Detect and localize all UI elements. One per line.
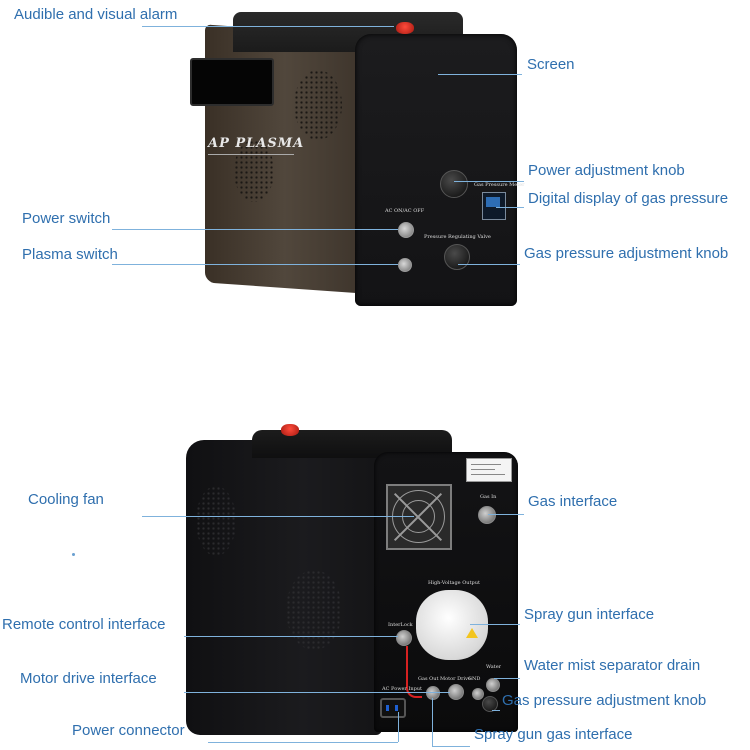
stray-dot [72,553,75,556]
sticker-line-2 [471,469,495,470]
label-screen: Screen [527,56,575,73]
side-vent-bottom [234,140,274,202]
rear-gas-pressure-knob[interactable] [482,696,498,712]
back-alarm-light [281,424,299,436]
gas-pressure-display-readout [486,197,500,207]
motor-drive-port[interactable] [448,684,464,700]
label-gas-interface: Gas interface [528,493,618,510]
gas-pressure-display [482,192,506,220]
label-gas-knob-front: Gas pressure adjustment knob [524,245,729,262]
back-device-side-panel [186,440,382,735]
gas-out-text: Gas Out [418,676,439,682]
switch-text: AC ON/AC OFF [385,208,425,214]
ac-power-text: AC Power Input [382,686,423,692]
sticker-line-1 [471,464,501,465]
leader-power-connector [208,742,398,743]
brand-logo: AP PLASMA [208,136,305,151]
label-spray-gun-interface: Spray gun interface [524,606,655,623]
leader-screen [438,74,522,75]
hazard-icon [466,628,478,638]
leader-gas-knob-front [458,264,520,265]
spray-gun-gas-port[interactable] [426,686,440,700]
gas-pressure-adjustment-knob[interactable] [444,244,470,270]
leader-motor-drive [184,692,450,693]
cooling-fan [386,484,452,550]
label-gas-knob-back: Gas pressure adjustment knob [502,692,707,709]
leader-plasma-switch [112,264,398,265]
label-power-connector: Power connector [72,722,185,739]
leader-power-knob [454,181,524,182]
label-motor-drive: Motor drive interface [20,670,157,687]
power-connector-socket[interactable] [380,698,406,718]
leader-spray-gun-interface [470,624,520,625]
leader-gas-knob-back [492,710,500,711]
water-drain-port[interactable] [486,678,500,692]
front-device-body [205,12,517,306]
leader-power-connector-drop [398,712,399,742]
label-power-knob: Power adjustment knob [528,162,685,179]
socket-pin [386,705,389,711]
gas-interface-port[interactable] [478,506,496,524]
leader-water-drain [494,678,520,679]
leader-spray-gas-drop [432,698,433,746]
spray-gun-interface[interactable] [416,590,488,660]
hv-output-text: High-Voltage Output [428,580,480,586]
label-spray-gas: Spray gun gas interface [474,726,633,743]
brand-underline [208,154,294,155]
label-gas-display: Digital display of gas pressure [528,190,729,207]
front-device-face [355,34,517,306]
side-vent-top [294,70,342,140]
power-adjustment-knob[interactable] [440,170,468,198]
label-water-drain: Water mist separator drain [524,657,701,674]
motor-drive-text: Motor Drive [440,676,471,682]
water-text: Water [486,664,502,670]
gnd-text: GND [468,676,481,682]
remote-control-port[interactable] [396,630,412,646]
sticker-line-3 [471,474,505,475]
label-power-switch: Power switch [22,210,111,227]
gas-in-text: Gas In [480,494,497,500]
front-screen [190,58,274,106]
interlock-text: InterLock [388,622,413,628]
leader-spray-gas [432,746,470,747]
interlock-wire [406,646,422,698]
leader-cooling-fan [142,516,414,517]
leader-gas-display [496,207,524,208]
back-side-vent-bottom [286,570,342,650]
leader-alarm [142,26,394,27]
gnd-port[interactable] [472,688,484,700]
label-remote-control: Remote control interface [2,616,166,633]
back-side-vent-top [196,486,236,556]
label-alarm: Audible and visual alarm [14,6,178,23]
gas-pressure-meter-text: Gas Pressure Meter [474,182,525,188]
leader-remote-control [184,636,398,637]
socket-pin [395,705,398,711]
leader-gas-interface [488,514,524,515]
leader-power-switch [112,229,398,230]
valve-text: Pressure Regulating Valve [424,234,491,240]
rear-info-sticker [466,458,512,482]
label-cooling-fan: Cooling fan [28,491,104,508]
alarm-light [396,22,414,34]
power-switch[interactable] [398,222,414,238]
label-plasma-switch: Plasma switch [22,246,118,263]
plasma-switch[interactable] [398,258,412,272]
